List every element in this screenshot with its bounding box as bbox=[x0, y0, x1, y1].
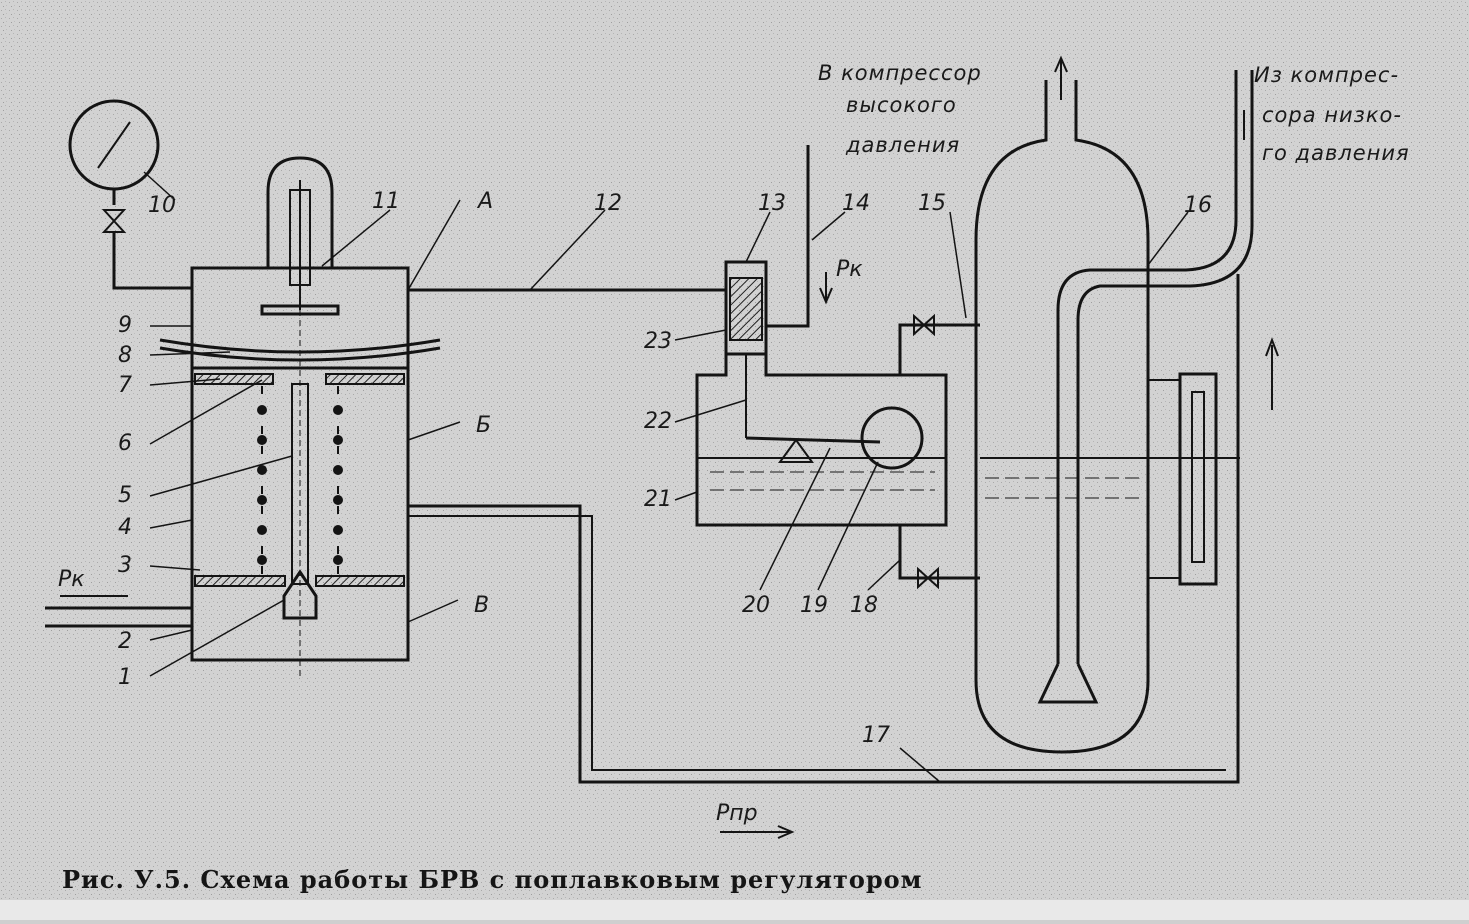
label-16: 16 bbox=[1184, 193, 1212, 218]
label-7: 7 bbox=[118, 373, 132, 398]
label-pk-left: Pк bbox=[58, 567, 85, 592]
from-low-compressor-line-3: го давления bbox=[1262, 141, 1410, 165]
label-15: 15 bbox=[918, 191, 946, 216]
to-high-compressor-line-1: В компрессор bbox=[818, 61, 982, 85]
label-1: 1 bbox=[118, 665, 132, 690]
label-13: 13 bbox=[758, 191, 786, 216]
separator-vessel bbox=[60, 55, 1279, 839]
from-low-compressor-line-1: Из компрес- bbox=[1254, 63, 1399, 87]
label-chamber-v: В bbox=[474, 593, 489, 618]
label-2: 2 bbox=[118, 629, 132, 654]
label-22: 22 bbox=[644, 409, 672, 434]
flow-annotations: В компрессор высокого давления Из компре… bbox=[818, 61, 1410, 165]
label-chamber-a: А bbox=[476, 189, 493, 214]
regulator-body bbox=[45, 156, 1240, 784]
label-6: 6 bbox=[118, 431, 132, 456]
label-chamber-b: Б bbox=[476, 413, 491, 438]
label-17: 17 bbox=[862, 723, 890, 748]
label-21: 21 bbox=[644, 487, 672, 512]
label-ppr: Pпр bbox=[716, 801, 758, 826]
to-high-compressor-line-3: давления bbox=[845, 133, 960, 157]
control-line bbox=[408, 145, 810, 438]
label-14: 14 bbox=[842, 191, 870, 216]
to-high-compressor-line-2: высокого bbox=[846, 93, 957, 117]
label-9: 9 bbox=[118, 313, 132, 338]
label-11: 11 bbox=[372, 189, 400, 214]
pressure-gauge bbox=[68, 99, 192, 290]
label-23: 23 bbox=[644, 329, 672, 354]
label-19: 19 bbox=[800, 593, 828, 618]
float-chamber bbox=[695, 313, 980, 590]
page-bottom-strip bbox=[0, 900, 1469, 920]
label-8: 8 bbox=[118, 343, 132, 368]
spring-left bbox=[257, 386, 267, 575]
label-12: 12 bbox=[594, 191, 622, 216]
label-20: 20 bbox=[742, 593, 770, 618]
label-3: 3 bbox=[118, 553, 132, 578]
from-low-compressor-line-2: сора низко- bbox=[1262, 103, 1402, 127]
label-10: 10 bbox=[148, 193, 176, 218]
part-numbers: 10 11 12 13 14 15 16 9 8 7 6 5 4 3 2 1 2… bbox=[58, 189, 1212, 826]
spring-right bbox=[333, 386, 343, 575]
label-18: 18 bbox=[850, 593, 878, 618]
label-pk-right: Pк bbox=[836, 257, 863, 282]
label-4: 4 bbox=[118, 515, 132, 540]
leader-lines bbox=[143, 171, 1189, 783]
figure-caption: Рис. У.5. Схема работы БРВ с поплавковым… bbox=[62, 865, 923, 894]
label-5: 5 bbox=[118, 483, 132, 508]
